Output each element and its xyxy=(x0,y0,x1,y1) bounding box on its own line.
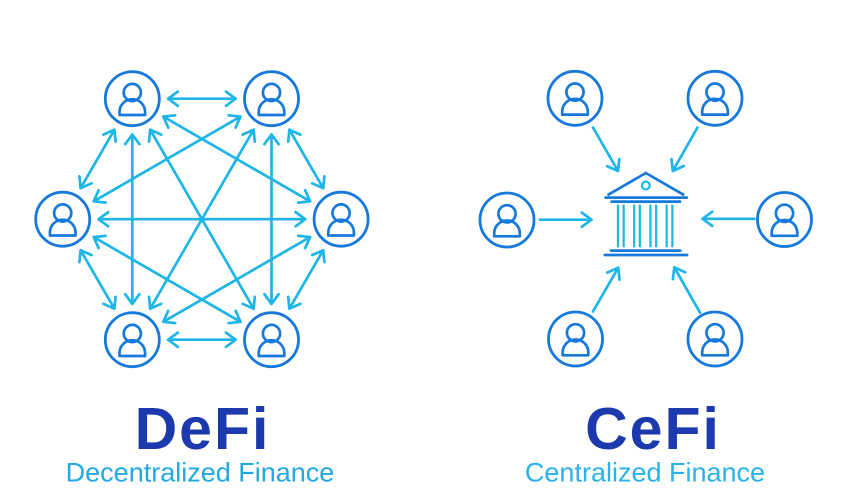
svg-text:DeFi: DeFi xyxy=(135,396,271,462)
svg-text:Centralized Finance: Centralized Finance xyxy=(525,458,765,488)
svg-text:CeFi: CeFi xyxy=(585,396,721,462)
svg-text:Decentralized Finance: Decentralized Finance xyxy=(66,458,335,488)
